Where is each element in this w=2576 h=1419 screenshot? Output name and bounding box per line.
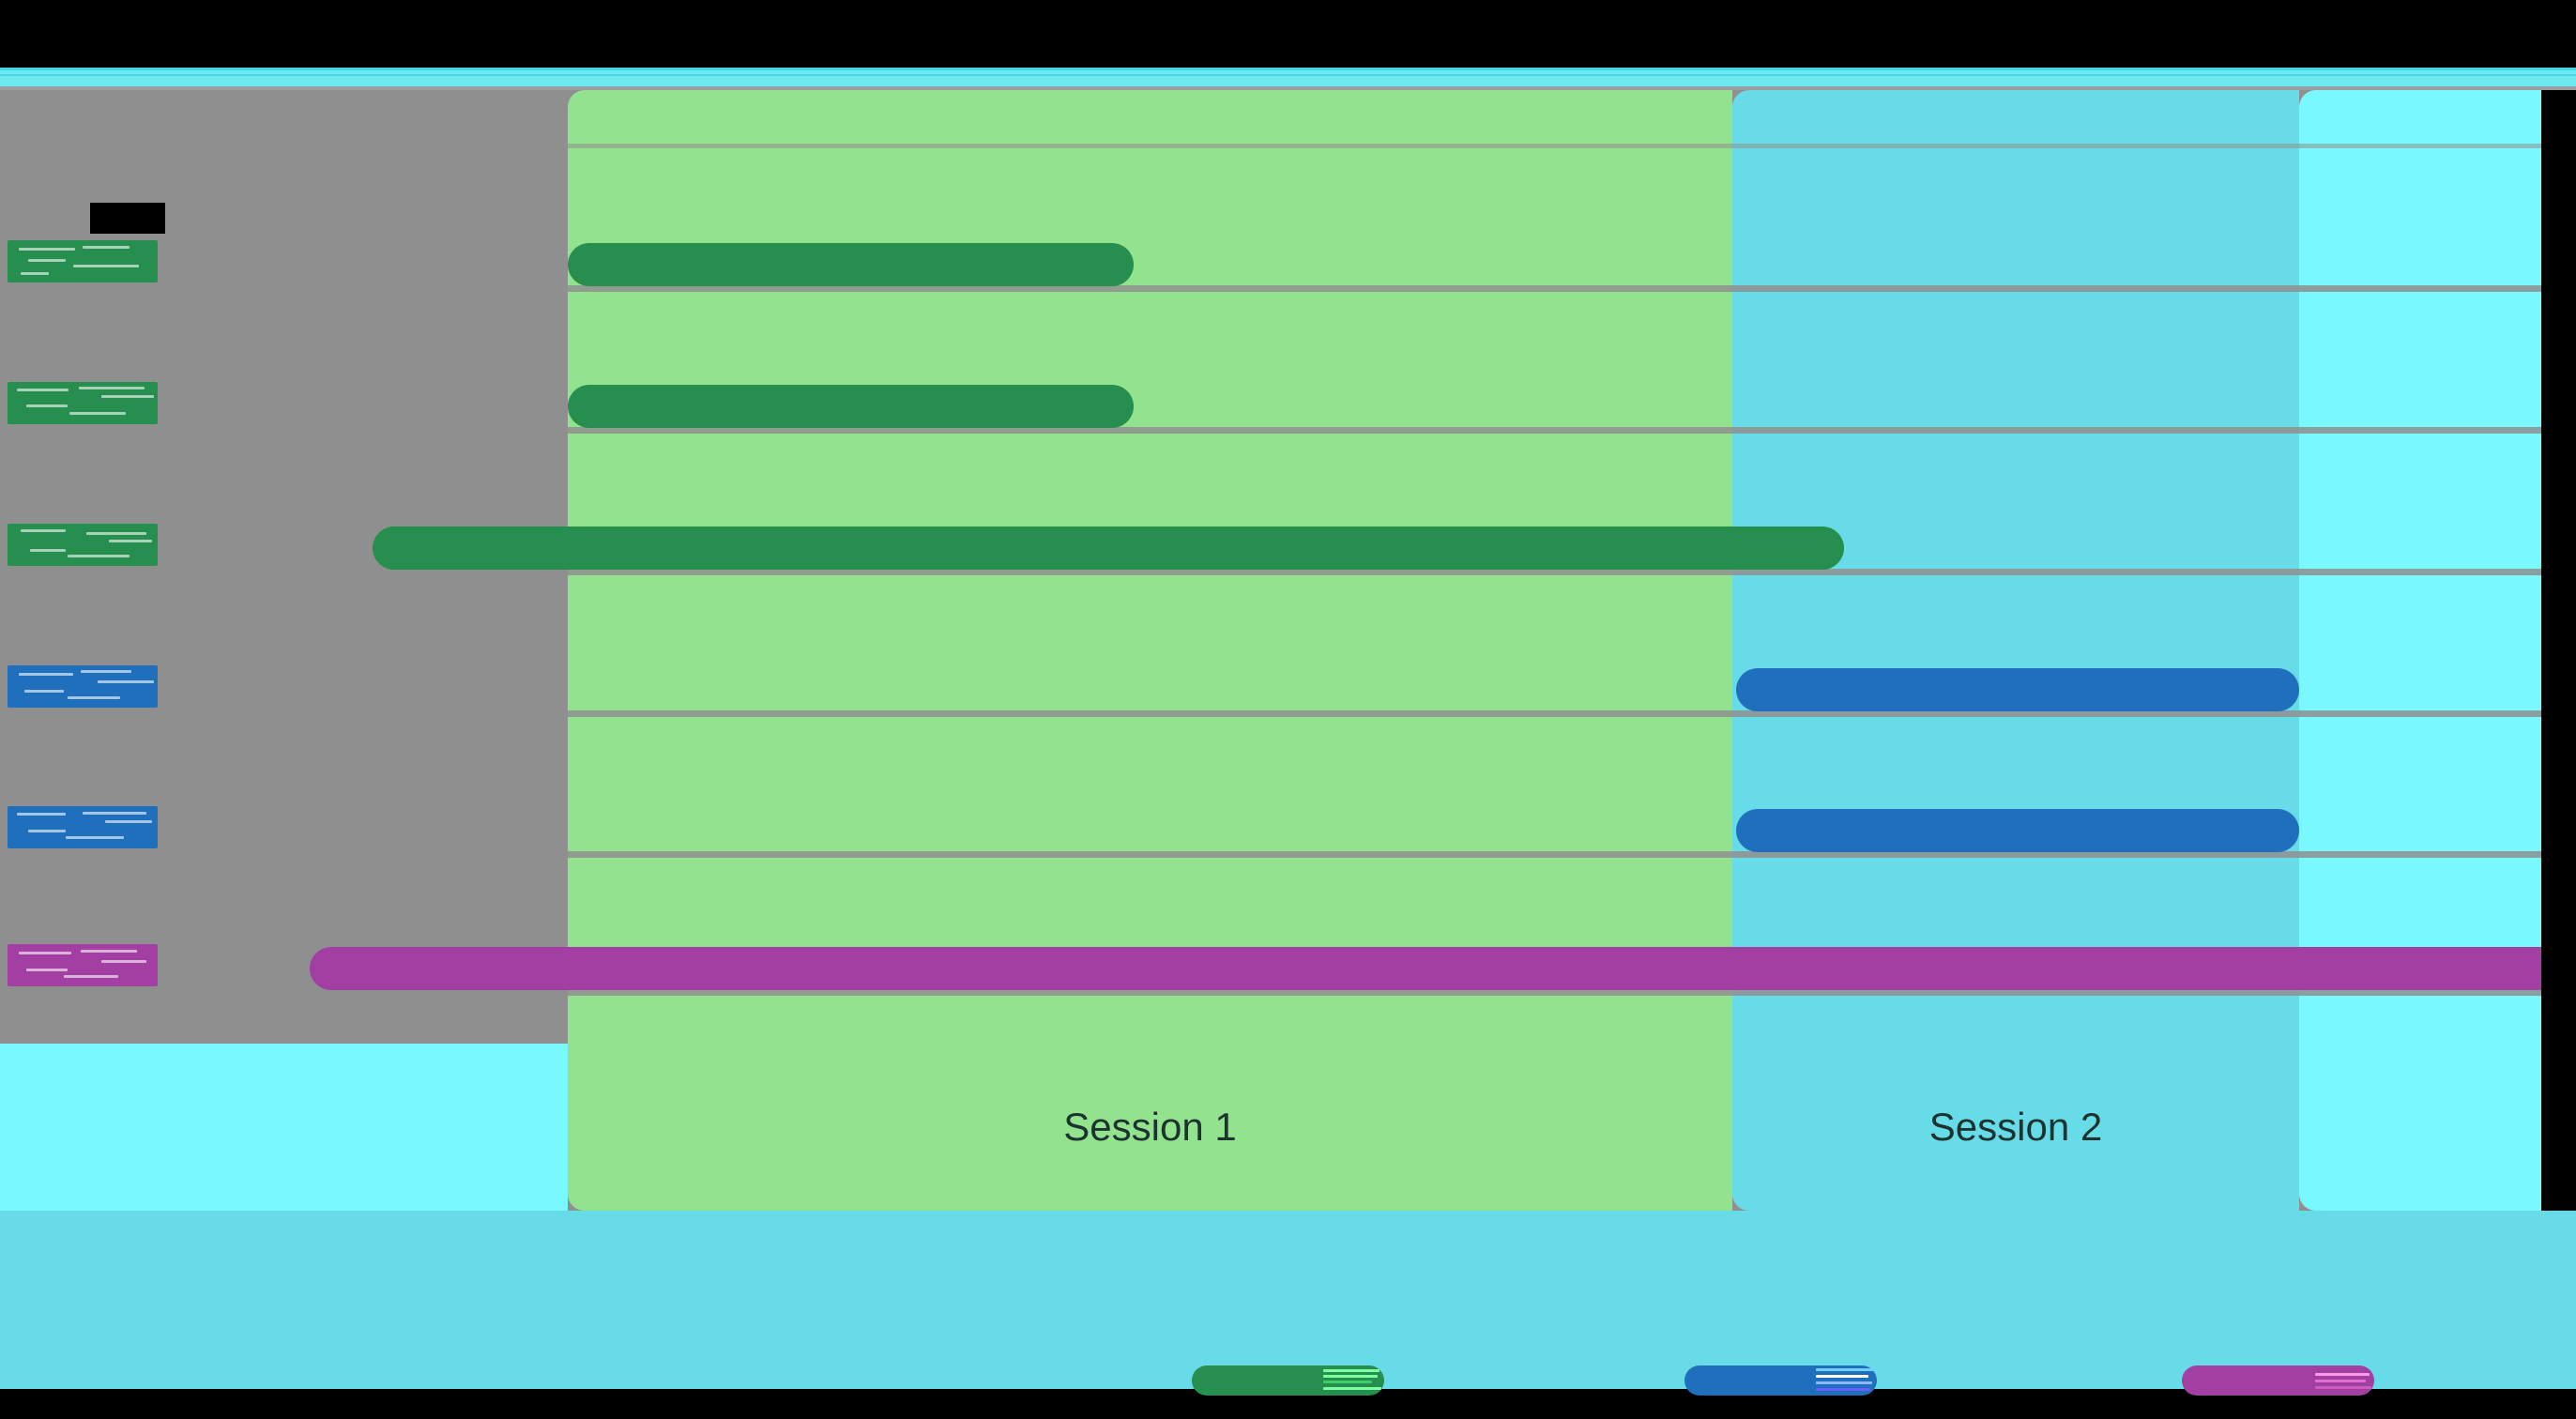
session-band-2 [1732, 90, 2299, 1211]
bottom-cyan-band [0, 1211, 2576, 1389]
gantt-bar-row-3[interactable] [1736, 668, 2299, 711]
gridline-2 [0, 427, 2541, 434]
y-axis-label-row-5 [8, 944, 158, 986]
session-band-3 [2299, 90, 2541, 1211]
gridline-1 [0, 285, 2541, 292]
gridline-3 [0, 569, 2541, 575]
session-2-footer: Session 2 [1732, 1044, 2299, 1211]
chart-title-redacted [90, 203, 165, 234]
gridline-5 [0, 851, 2541, 858]
y-axis-label-row-4 [8, 806, 158, 848]
gantt-bar-row-1[interactable] [568, 385, 1134, 428]
gridline-0 [0, 144, 2541, 148]
gridline-6 [0, 989, 2541, 996]
gantt-bar-row-5[interactable] [310, 947, 2541, 990]
y-axis-label-row-0 [8, 240, 158, 282]
top-black-band [0, 0, 2576, 68]
gridline-4 [0, 710, 2541, 717]
gantt-bar-row-4[interactable] [1736, 809, 2299, 852]
legend-swatch-green [1192, 1366, 1384, 1396]
y-axis-label-row-2 [8, 524, 158, 566]
top-cyan-band [0, 68, 2576, 90]
chart-legend [0, 1366, 2576, 1419]
session-1-footer: Session 1 [568, 1044, 1732, 1211]
y-axis-label-row-1 [8, 382, 158, 424]
gantt-plot-area [0, 90, 2541, 1211]
footer-left-block [0, 1044, 568, 1211]
gantt-bar-row-2[interactable] [373, 526, 1844, 570]
legend-swatch-blue [1684, 1366, 1877, 1396]
legend-swatch-magenta [2182, 1366, 2374, 1396]
session-1-label: Session 1 [1063, 1105, 1237, 1149]
session-3-footer [2299, 1044, 2541, 1211]
y-axis-label-row-3 [8, 665, 158, 708]
session-2-label: Session 2 [1928, 1105, 2103, 1149]
gantt-bar-row-0[interactable] [568, 243, 1134, 286]
